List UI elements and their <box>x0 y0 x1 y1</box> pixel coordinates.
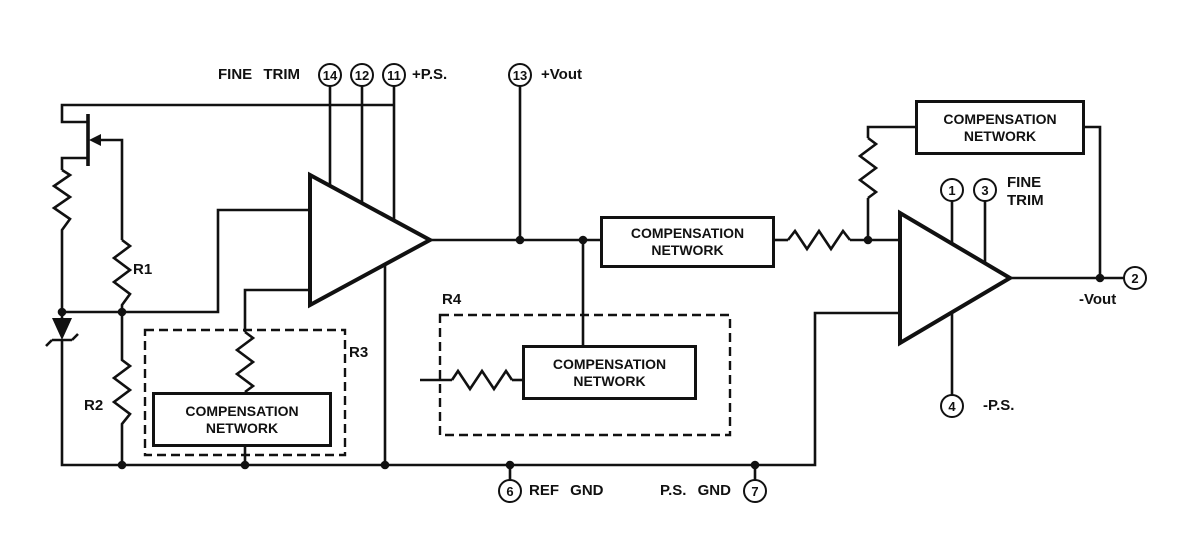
amplifier-1 <box>308 171 435 309</box>
pin-3-badge: 3 <box>973 178 997 202</box>
label-r4: R4 <box>442 291 462 308</box>
pin-2-badge: 2 <box>1123 266 1147 290</box>
label-ps-gnd: P.S. GND <box>660 482 731 499</box>
jfet-transistor <box>86 114 101 166</box>
compensation-network-box-r4: COMPENSATION NETWORK <box>522 345 697 400</box>
comp-line2: NETWORK <box>573 372 646 389</box>
comp-line1: COMPENSATION <box>552 355 667 372</box>
label-trim-right: TRIM <box>1007 192 1044 209</box>
label-plus-ps: +P.S. <box>412 66 448 83</box>
jfet-gate-arrow <box>89 134 101 146</box>
pin-13-badge: 13 <box>508 63 532 87</box>
comp-line2: NETWORK <box>651 242 724 258</box>
comp-line1: COMPENSATION <box>943 110 1057 127</box>
label-minus-ps: -P.S. <box>983 397 1015 414</box>
comp-line2: NETWORK <box>963 127 1037 144</box>
pin-1-badge: 1 <box>940 178 964 202</box>
label-r3: R3 <box>349 344 369 361</box>
pin-7-badge: 7 <box>743 479 767 503</box>
label-fine-trim-top: FINE TRIM <box>218 66 300 83</box>
comp-line1: COMPENSATION <box>630 225 745 242</box>
compensation-network-box-main: COMPENSATION NETWORK <box>600 216 775 268</box>
label-ref-gnd: REF GND <box>529 482 604 499</box>
label-minus-vout: -Vout <box>1079 291 1117 308</box>
junction-dots <box>57 235 1105 470</box>
compensation-network-box-r3: COMPENSATION NETWORK <box>152 392 332 447</box>
pin-6-badge: 6 <box>498 479 522 503</box>
r4-dashed-outline <box>438 313 732 437</box>
label-r2: R2 <box>84 397 104 414</box>
pin-12-badge: 12 <box>350 63 374 87</box>
label-fine-right: FINE <box>1007 174 1042 191</box>
comp-line2: NETWORK <box>205 419 279 436</box>
pin-11-badge: 11 <box>382 63 406 87</box>
amplifier-2 <box>898 209 1014 347</box>
zener-diode <box>45 318 79 347</box>
pin-14-badge: 14 <box>318 63 342 87</box>
comp-line1: COMPENSATION <box>185 402 299 419</box>
label-r1: R1 <box>133 261 153 278</box>
label-plus-vout: +Vout <box>541 66 582 83</box>
wires <box>51 86 1124 480</box>
pin-4-badge: 4 <box>940 394 964 418</box>
compensation-network-box-feedback: COMPENSATION NETWORK <box>915 100 1085 155</box>
